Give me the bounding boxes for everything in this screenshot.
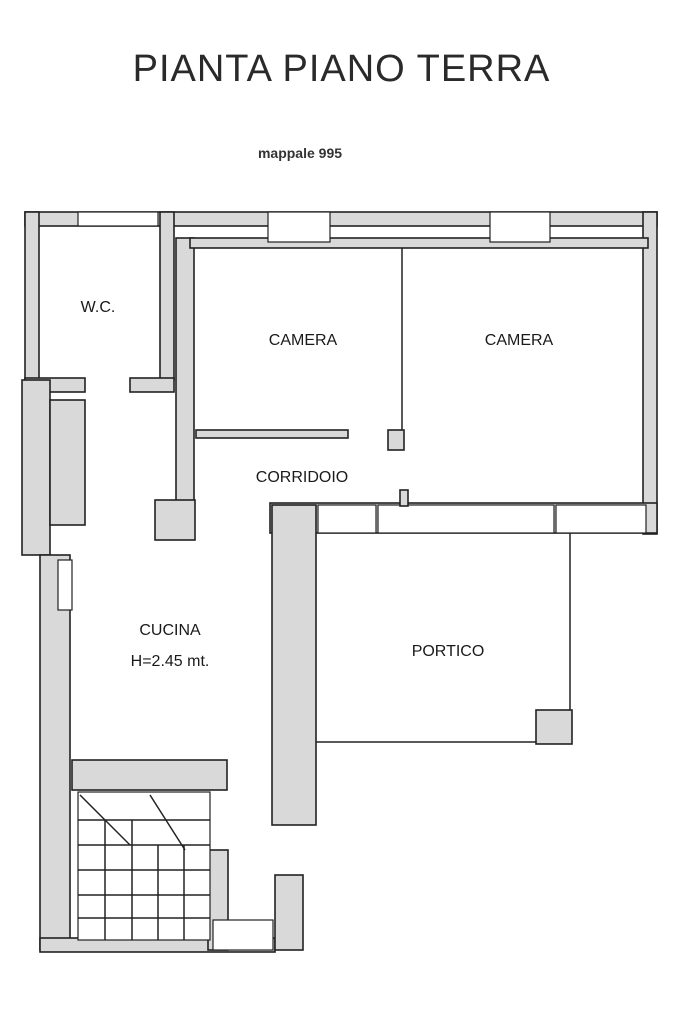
window-portico	[377, 504, 555, 534]
wall-niche-left	[49, 399, 86, 526]
room-label-camera-2: CAMERA	[485, 332, 554, 349]
staircase	[77, 791, 211, 941]
room-label-corridoio: CORRIDOIO	[256, 469, 348, 486]
window-camera-2	[489, 211, 551, 243]
portico-column	[535, 709, 573, 745]
plan-title: PIANTA PIANO TERRA	[132, 48, 551, 90]
wall-pillar-lower	[274, 874, 304, 951]
window-camera-2-bottom	[555, 504, 647, 534]
wall-wc-left	[24, 211, 40, 381]
wall-portico-left	[271, 504, 317, 826]
partition-corridoio	[195, 429, 349, 439]
window-corridoio	[317, 504, 377, 534]
wall-left-lower	[39, 554, 71, 951]
room-label-portico: PORTICO	[412, 643, 485, 660]
room-label-wc: W.C.	[81, 299, 116, 316]
room-label-camera-1: CAMERA	[269, 332, 338, 349]
wall-wc-bottom-right	[129, 377, 175, 393]
wall-left-upper	[21, 379, 51, 556]
window-camera-1	[267, 211, 331, 243]
window-cucina	[57, 559, 73, 611]
portico	[316, 533, 573, 745]
wall-wc-right	[159, 211, 175, 381]
wall-camere-top-inner	[189, 237, 649, 249]
plan-subtitle: mappale 995	[257, 145, 343, 161]
stair-outline	[77, 791, 211, 941]
window-stair	[212, 919, 274, 951]
window-wc	[77, 211, 159, 227]
windows	[57, 211, 647, 951]
wall-camere-left	[175, 237, 195, 539]
wall-cucina-bottom	[71, 759, 228, 791]
partition-stub	[399, 489, 409, 507]
wall-right	[642, 211, 658, 535]
partitions	[49, 248, 409, 541]
wall-corner-left	[154, 499, 196, 541]
room-label-cucina: CUCINA	[139, 622, 201, 639]
partition-door-jamb	[387, 429, 405, 451]
room-label-cucina-height: H=2.45 mt.	[131, 653, 210, 670]
